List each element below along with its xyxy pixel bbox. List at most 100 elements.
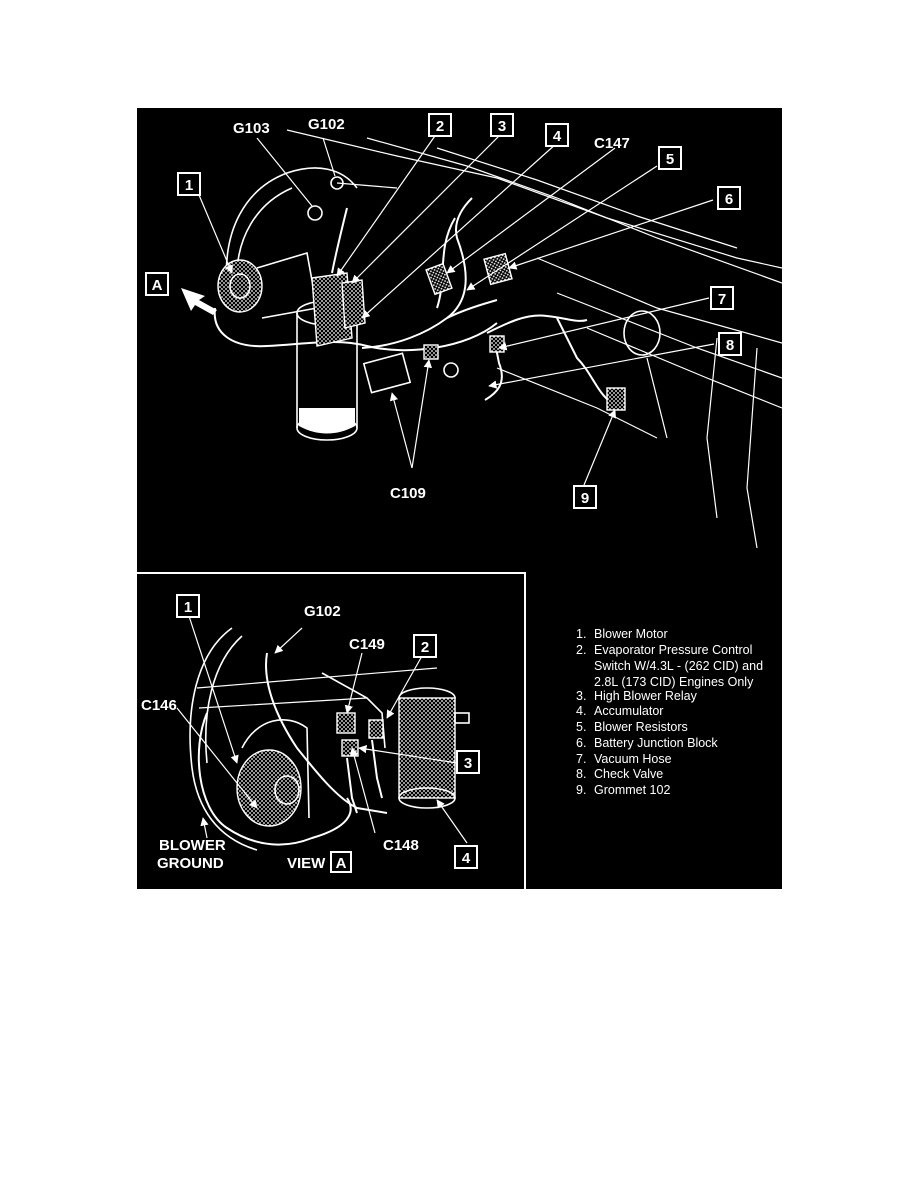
legend: 1. Blower Motor 2. Evaporator Pressure C… (576, 627, 763, 797)
view-a-inset: 1 2 3 4 A G102 C149 C146 C148 BLOWER GRO… (137, 572, 526, 889)
legend-num-1: 1. (576, 627, 586, 641)
inset-blower-ground-wire (197, 712, 352, 846)
legend-item-5: Blower Resistors (594, 720, 688, 734)
legend-item-3: High Blower Relay (594, 689, 698, 703)
leader-6 (508, 199, 714, 270)
legend-num-2: 2. (576, 643, 586, 657)
harness-wire (331, 207, 348, 274)
panel-line (646, 357, 668, 439)
blower-motor (217, 259, 263, 313)
callout-2-number: 2 (436, 118, 444, 135)
inset-label-view: VIEW (287, 855, 326, 872)
view-a-arrow (181, 288, 217, 315)
inset-label-ground: GROUND (157, 855, 224, 872)
callout-view-a: A (145, 272, 169, 296)
callout-1: 1 (177, 172, 201, 196)
main-harness (361, 197, 473, 349)
inset-wire (371, 739, 383, 799)
inset-blower-hub (274, 775, 300, 805)
inset-callout-2: 2 (413, 634, 437, 658)
leader-4 (361, 142, 558, 319)
panel-line (436, 147, 738, 249)
inset-housing (189, 627, 258, 851)
inset-callout-3: 3 (456, 750, 480, 774)
callout-7-number: 7 (718, 291, 726, 308)
legend-num-4: 4. (576, 704, 586, 718)
main-view: 1 A 2 3 4 5 6 7 (145, 113, 782, 549)
legend-item-9: Grommet 102 (594, 783, 670, 797)
inset-leader-c148 (349, 747, 376, 834)
inset-callout-view-a: A (330, 851, 352, 873)
inset-callout-3-number: 3 (464, 755, 472, 772)
callout-5-number: 5 (666, 151, 674, 168)
inset-harness (265, 652, 388, 814)
callout-8-number: 8 (726, 337, 734, 354)
callout-7: 7 (710, 286, 734, 310)
harness-to-grommet (556, 317, 613, 404)
inset-label-c146: C146 (141, 697, 177, 714)
c109-connector (362, 352, 412, 394)
inset-callout-1: 1 (176, 594, 200, 618)
callout-view-a-letter: A (152, 277, 163, 294)
inset-leader-g102 (274, 627, 303, 654)
blower-housing (225, 167, 358, 289)
g103-ground-point (307, 205, 323, 221)
inset-accumulator (398, 697, 456, 799)
leader-c109-b (411, 359, 432, 469)
inset-leader-2 (386, 655, 423, 719)
panel-line (746, 347, 758, 549)
leader-3 (351, 132, 503, 284)
check-valve (489, 335, 505, 353)
legend-item-4: Accumulator (594, 704, 663, 718)
callout-6-number: 6 (725, 191, 733, 208)
leader-c147 (446, 147, 616, 274)
panel-hole (623, 310, 661, 356)
leader-1 (198, 194, 233, 274)
inset-pressure-switch (336, 712, 356, 734)
panel-line (366, 137, 782, 284)
inset-relay (341, 739, 359, 757)
inset-leader-1 (187, 612, 239, 764)
leader-8 (488, 343, 715, 389)
callout-3-number: 3 (498, 118, 506, 135)
legend-num-5: 5. (576, 720, 586, 734)
inset-housing-inner (204, 635, 243, 764)
inset-callout-1-number: 1 (184, 599, 192, 616)
callout-1-number: 1 (185, 177, 193, 194)
panel-line (536, 257, 782, 344)
panel-line (556, 292, 782, 379)
inset-frame (137, 572, 526, 889)
inset-label-c148: C148 (383, 837, 419, 854)
legend-item-2-line-2: Switch W/4.3L - (262 CID) and (594, 659, 763, 673)
blower-resistors (425, 262, 453, 296)
high-blower-relay (341, 279, 366, 329)
inset-leader-c149 (344, 652, 363, 714)
callout-3: 3 (490, 113, 514, 137)
inset-label-c149: C149 (349, 636, 385, 653)
accumulator-band (299, 408, 355, 434)
inset-accumulator-fitting (454, 712, 470, 724)
inset-callout-4: 4 (454, 845, 478, 869)
vacuum-hose (486, 314, 588, 334)
leader-5 (466, 165, 658, 291)
leader-g102 (322, 137, 336, 177)
panel-line (496, 367, 658, 439)
leader-9 (583, 409, 616, 486)
leader-2 (336, 132, 438, 277)
grommet (443, 362, 459, 378)
inset-wire (346, 757, 358, 814)
callout-5: 5 (658, 146, 682, 170)
legend-item-8: Check Valve (594, 767, 663, 781)
label-c109: C109 (390, 485, 426, 502)
legend-num-7: 7. (576, 752, 586, 766)
wiring-diagram: 1 A 2 3 4 5 6 7 (137, 108, 782, 889)
legend-item-6: Battery Junction Block (594, 736, 718, 750)
inset-leader-c146 (176, 707, 258, 809)
harness-branch (446, 299, 498, 319)
callout-8: 8 (718, 332, 742, 356)
harness-branch (436, 217, 456, 309)
inset-accumulator-bottom (398, 787, 456, 809)
callout-6: 6 (717, 186, 741, 210)
inset-callout-4-number: 4 (462, 850, 471, 867)
inset-panel-line (196, 667, 438, 709)
